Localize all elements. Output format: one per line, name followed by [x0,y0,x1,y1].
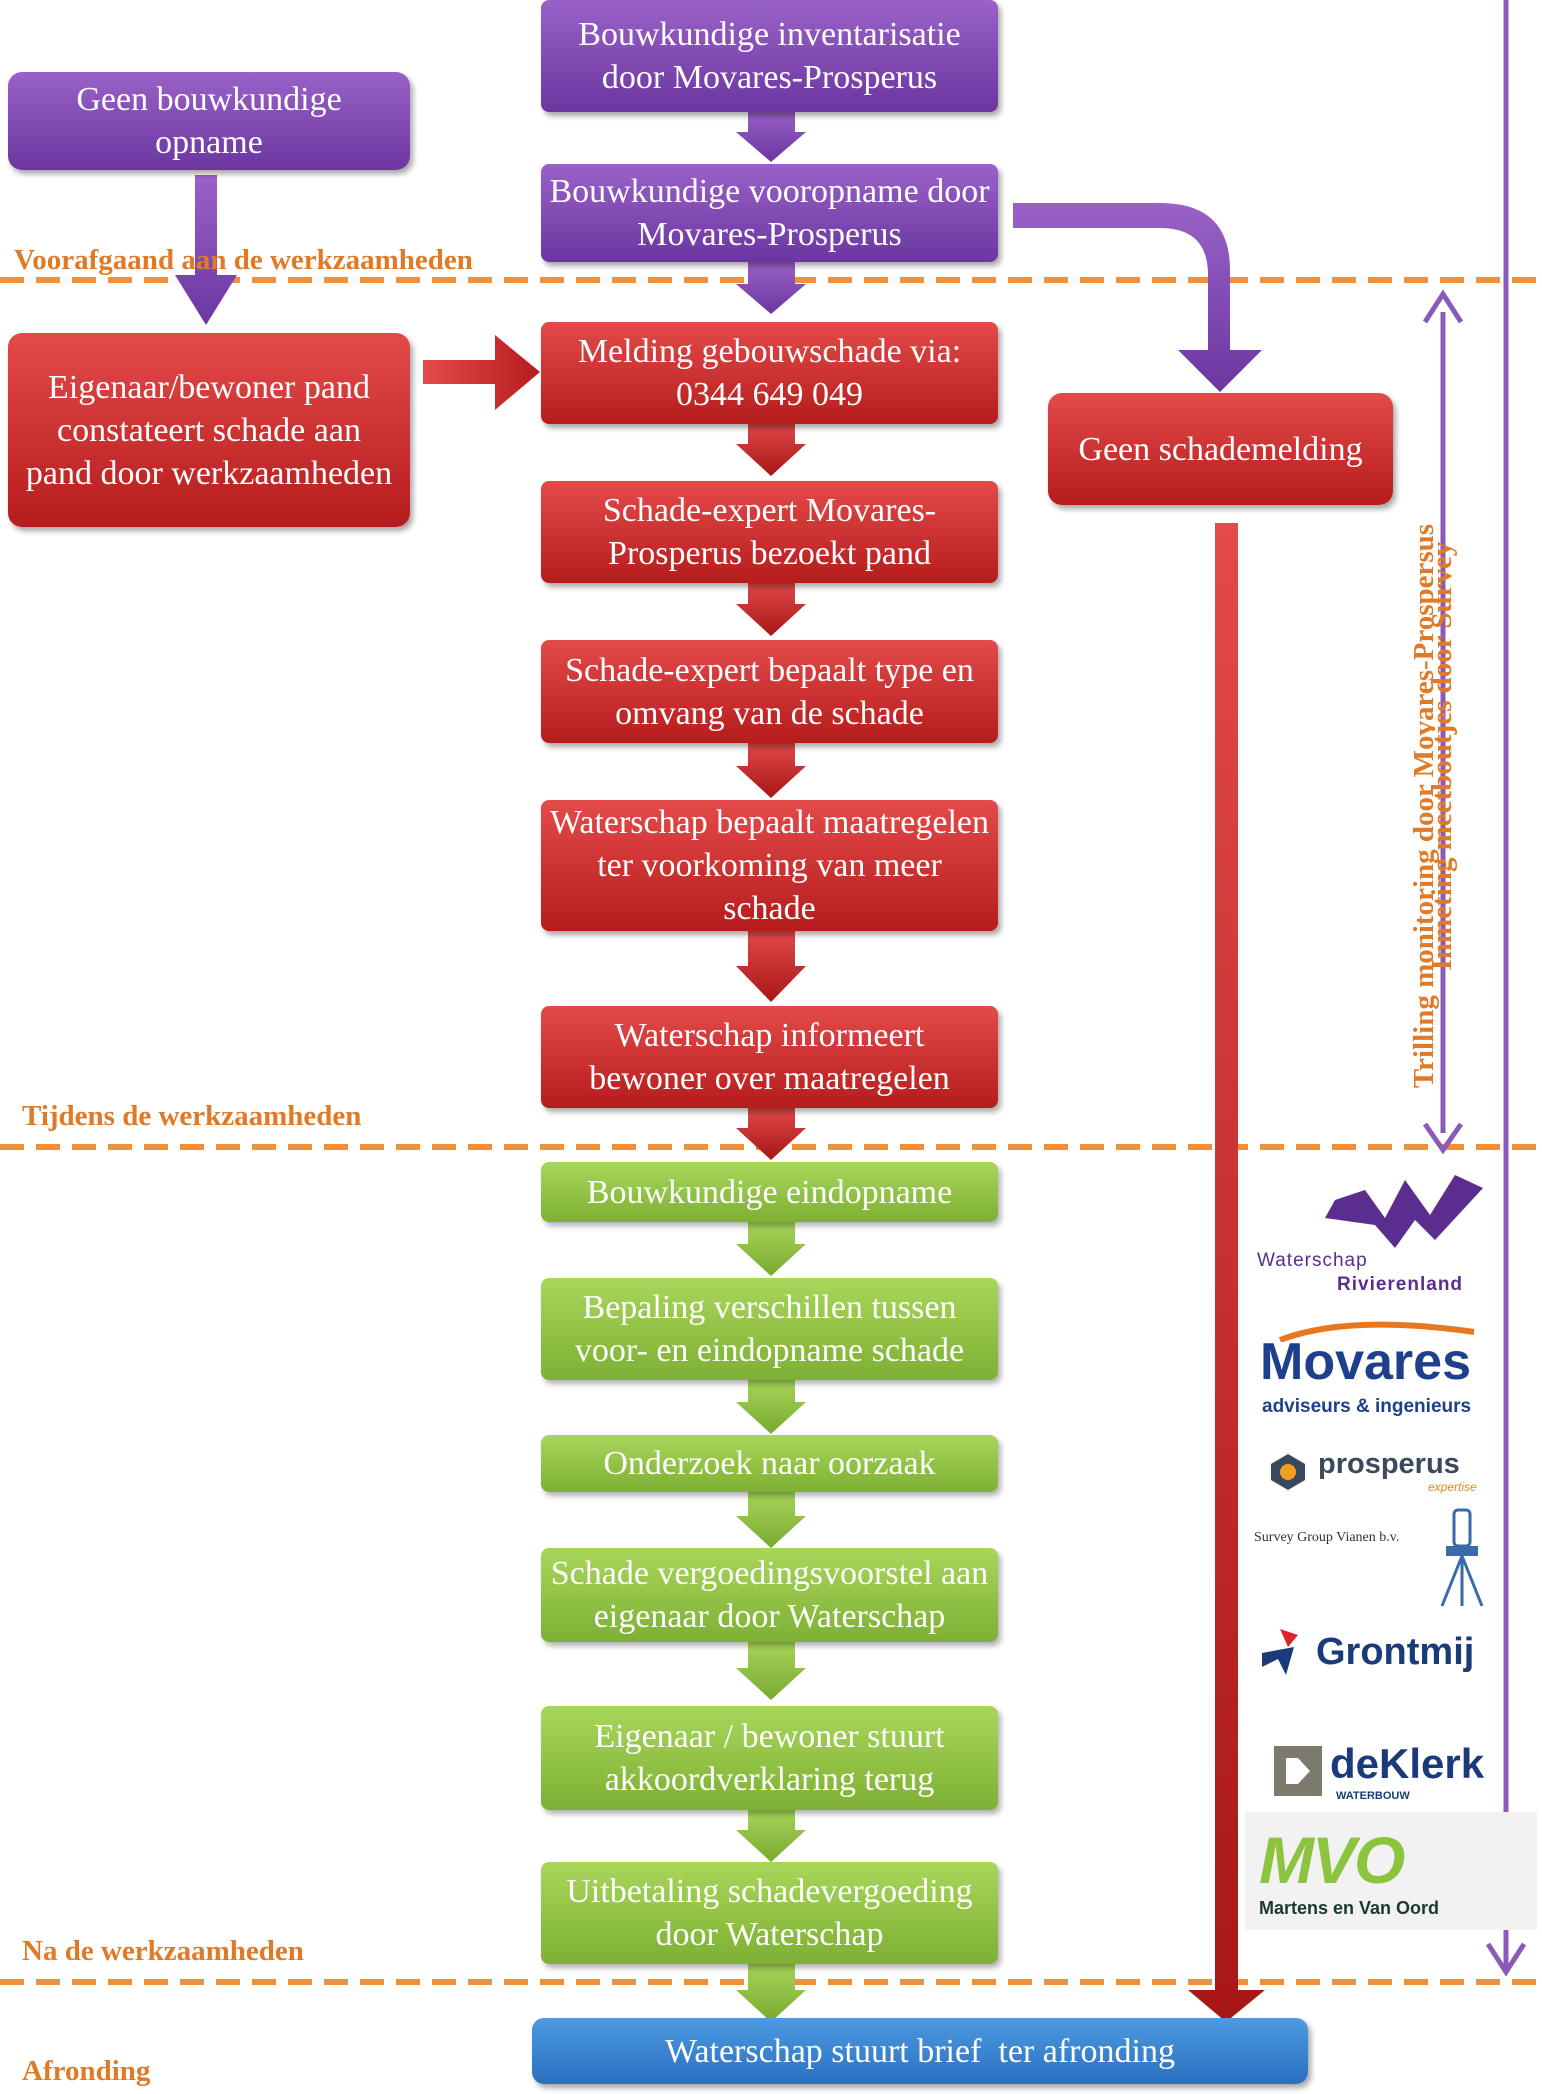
arrow-eindopname-down [736,1220,806,1276]
box-uitbetaling-label: Uitbetaling schadevergoeding door Waters… [566,1873,973,1953]
prosperus-shield-icon [1271,1454,1305,1490]
box-melding: Melding gebouwschade via: 0344 649 049 [541,322,998,424]
box-akkoord: Eigenaar / bewoner stuurt akkoordverklar… [541,1706,998,1810]
arrow-verschillen-down [736,1378,806,1434]
box-informeert: Waterschap informeert bewoner over maatr… [541,1006,998,1108]
survey-logo-text: Survey Group Vianen b.v. [1254,1530,1400,1545]
box-uitbetaling: Uitbetaling schadevergoeding door Waters… [541,1862,998,1964]
logo-survey-group: Survey Group Vianen b.v. [1252,1506,1492,1612]
grontmij-mark-icon [1262,1629,1298,1675]
logo-waterschap-rivierenland: Waterschap Rivierenland [1255,1170,1490,1295]
box-oorzaak: Onderzoek naar oorzaak [541,1435,998,1492]
box-geen-opname-label: Geen bouwkundige opname [76,81,342,161]
box-afronding-brief-label: Waterschap stuurt brief ter afronding [665,2032,1175,2070]
phase-label-na: Na de werkzaamheden [22,1935,304,1967]
box-eigenaar-label: Eigenaar/bewoner pand constateert schade… [25,368,393,492]
box-akkoord-label: Eigenaar / bewoner stuurt akkoordverklar… [594,1718,945,1798]
phase-label-afronding: Afronding [22,2055,151,2087]
arrow-oorzaak-down [736,1490,806,1548]
phase-label-tijdens: Tijdens de werkzaamheden [22,1100,362,1132]
deklerk-logo-text: deKlerk [1330,1740,1485,1787]
waterschap-logo-line1: Waterschap [1257,1250,1368,1271]
box-verschillen: Bepaling verschillen tussen voor- en ein… [541,1278,998,1380]
arrow-bepaalt-down [736,742,806,798]
box-voorstel-label: Schade vergoedingsvoorstel aan eigenaar … [550,1555,989,1635]
mvo-logo-sub: Martens en Van Oord [1259,1898,1440,1918]
movares-swoosh-icon [1278,1321,1475,1342]
movares-logo-sub: adviseurs & ingenieurs [1262,1396,1472,1417]
arrow-uitbetaling-down [736,1962,806,2022]
box-expert-bezoekt-label: Schade-expert Movares-Prosperus bezoekt … [602,492,937,572]
box-vooropname-label: Bouwkundige vooropname door Movares-Pros… [549,173,990,253]
box-informeert-label: Waterschap informeert bewoner over maatr… [589,1017,950,1097]
box-afronding-brief: Waterschap stuurt brief ter afronding [532,2018,1308,2084]
arrow-geen-opname-down [175,175,237,325]
logo-movares: Movares adviseurs & ingenieurs [1258,1318,1498,1418]
box-inventarisatie: Bouwkundige inventarisatie door Movares-… [541,0,998,112]
label-inmeting-meetboutjes: Inmeting meetboutjes door Survey [1426,541,1458,971]
grontmij-logo-text: Grontmij [1316,1631,1475,1673]
prosperus-logo-text: prosperus [1318,1448,1460,1480]
logo-grontmij: Grontmij [1258,1625,1498,1685]
logo-prosperus: prosperus expertise [1268,1448,1488,1498]
survey-theodolite-icon [1440,1508,1484,1607]
prosperus-logo-sub: expertise [1428,1480,1477,1494]
box-melding-label: Melding gebouwschade via: 0344 649 049 [577,333,962,413]
box-expert-bezoekt: Schade-expert Movares-Prosperus bezoekt … [541,481,998,583]
arrow-akkoord-down [736,1808,806,1862]
box-maatregelen: Waterschap bepaalt maatregelen ter voork… [541,800,998,931]
logo-deklerk: deKlerk WATERBOUW [1272,1740,1492,1810]
arrow-vooropname-down [736,262,806,314]
box-oorzaak-label: Onderzoek naar oorzaak [603,1445,936,1482]
box-expert-bepaalt: Schade-expert bepaalt type en omvang van… [541,640,998,743]
box-maatregelen-label: Waterschap bepaalt maatregelen ter voork… [549,804,989,927]
arrow-inventarisatie-down [736,110,806,162]
box-geen-schademelding-label: Geen schademelding [1078,430,1363,468]
logo-mvo: MVO Martens en Van Oord [1245,1812,1537,1930]
box-verschillen-label: Bepaling verschillen tussen voor- en ein… [574,1289,965,1369]
arrow-vooropname-to-geen-schademelding [1013,203,1262,392]
arrow-melding-down [736,422,806,476]
movares-logo-text: Movares [1260,1333,1471,1391]
arrow-geen-schademelding-to-brief [1188,523,1265,2022]
box-voorstel: Schade vergoedingsvoorstel aan eigenaar … [541,1548,998,1642]
box-eindopname-label: Bouwkundige eindopname [586,1173,953,1211]
deklerk-mark-icon [1274,1746,1322,1796]
mvo-logo-text: MVO [1259,1823,1405,1897]
box-geen-schademelding: Geen schademelding [1048,393,1393,505]
waterschap-logo-line2: Rivierenland [1337,1274,1464,1295]
arrow-maatregelen-down [736,930,806,1002]
box-geen-opname: Geen bouwkundige opname [8,72,410,170]
arrow-informeert-down [736,1106,806,1160]
arrow-voorstel-down [736,1640,806,1700]
waterschap-w-icon [1325,1175,1483,1248]
arrow-bezoekt-down [736,582,806,636]
arrow-eigenaar-to-melding [423,335,540,410]
box-eigenaar: Eigenaar/bewoner pand constateert schade… [8,333,410,527]
box-inventarisatie-label: Bouwkundige inventarisatie door Movares-… [578,16,961,96]
deklerk-logo-sub: WATERBOUW [1336,1790,1410,1802]
box-eindopname: Bouwkundige eindopname [541,1162,998,1222]
phase-label-voorafgaand: Voorafgaand aan de werkzaamheden [14,244,473,276]
box-vooropname: Bouwkundige vooropname door Movares-Pros… [541,164,998,262]
box-expert-bepaalt-label: Schade-expert bepaalt type en omvang van… [565,651,974,732]
